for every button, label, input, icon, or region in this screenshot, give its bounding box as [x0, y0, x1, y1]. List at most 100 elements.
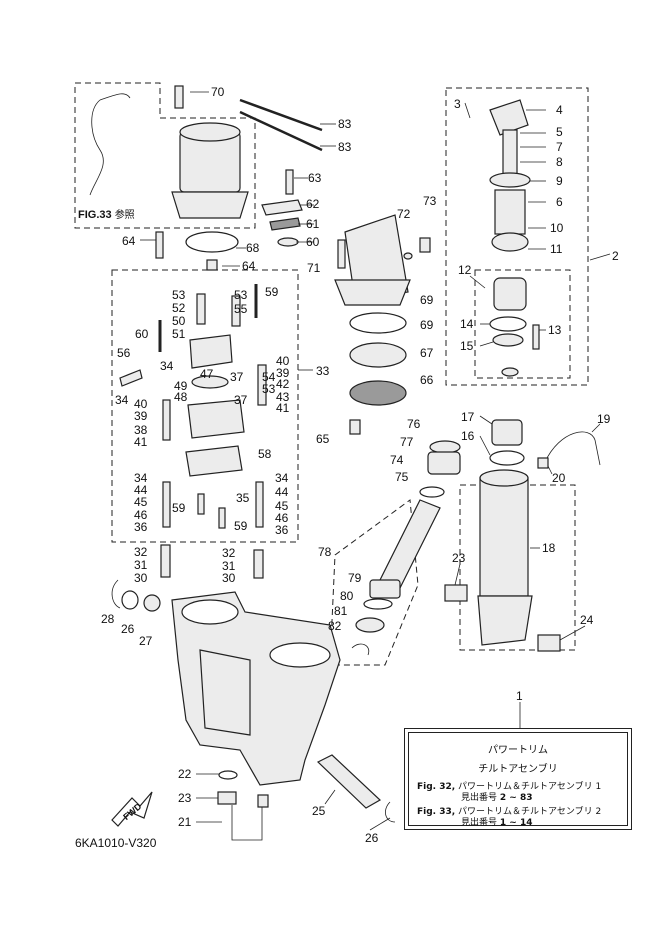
valve-stack-38-41	[162, 399, 171, 441]
motor-inset	[89, 93, 249, 219]
callout-45-left: 45	[134, 495, 148, 509]
washer-lower	[501, 367, 519, 377]
cable-tie-83a	[239, 98, 323, 132]
rod-5-7-8	[502, 129, 518, 175]
callout-57: 56	[117, 346, 131, 360]
callout-43: 43	[276, 390, 290, 404]
callout-labels: 70 83 83 63 62 61 60 68 64 64 53 53 59 5…	[101, 85, 619, 845]
valve-body-middle	[187, 399, 245, 439]
bushing-24-left	[444, 584, 468, 602]
callout-37-a: 37	[230, 370, 244, 384]
callout-34-a: 34	[160, 359, 174, 373]
callout-31-left: 31	[134, 558, 148, 572]
ring-80	[363, 598, 393, 610]
callout-33: 33	[316, 364, 330, 378]
main-housing	[171, 591, 341, 786]
fwd-arrow: FWD	[111, 791, 153, 827]
motor-wire	[89, 93, 131, 196]
filter-62	[269, 217, 301, 231]
housing-rib	[199, 649, 251, 736]
callout-6: 6	[556, 195, 563, 209]
callout-3: 3	[454, 97, 461, 111]
callout-59-right: 59	[234, 519, 248, 533]
shaft-25	[316, 754, 382, 809]
callout-81: 81	[334, 604, 348, 618]
bolt-13	[532, 324, 540, 350]
group-12-boundary	[474, 269, 571, 379]
callout-55: 54	[262, 370, 276, 384]
callout-25: 25	[312, 804, 326, 818]
filter-67	[349, 380, 407, 406]
callout-42: 42	[276, 377, 290, 391]
callout-71-top: 70	[211, 85, 225, 99]
callout-69-upper: 68	[246, 241, 260, 255]
fitting-20	[537, 457, 549, 469]
reservoir-flange-70	[334, 279, 411, 306]
callout-34-d: 34	[275, 471, 289, 485]
callout-8: 8	[556, 155, 563, 169]
ring-15	[492, 333, 524, 347]
cylinder-18-eye	[477, 595, 533, 646]
callout-83-lower: 83	[338, 140, 352, 154]
callout-11: 11	[550, 242, 563, 256]
callout-71-mid: 71	[307, 261, 321, 275]
callout-24-left: 23	[452, 551, 466, 565]
callout-35: 35	[236, 491, 250, 505]
reservoir-70	[344, 214, 409, 301]
callout-82: 82	[328, 619, 342, 633]
group-33-boundary	[111, 269, 299, 543]
legend-entry-1-ref-label: 見出番号	[461, 793, 498, 803]
legend-box: パワートリム チルトアセンブリ Fig. 32, パワートリム＆チルトアセンブリ…	[404, 728, 632, 830]
callout-41-right: 41	[276, 401, 290, 415]
fig-reference-label: FIG.33	[78, 209, 112, 221]
cylinder-18	[479, 477, 529, 597]
callout-72: 72	[397, 207, 411, 221]
callout-80: 80	[340, 589, 354, 603]
leader-lines	[140, 91, 611, 831]
stack-30-32-left	[160, 544, 171, 578]
callout-17: 17	[461, 410, 475, 424]
callout-10: 10	[550, 221, 564, 235]
pipe-21	[231, 800, 263, 841]
callout-30-left: 30	[134, 571, 148, 585]
callout-31-right: 31	[222, 559, 236, 573]
callout-20: 20	[552, 471, 566, 485]
callout-64-upper: 63	[308, 171, 322, 185]
ring-14	[489, 316, 527, 332]
callout-2: 2	[612, 249, 619, 263]
bolt-59-left	[197, 493, 205, 515]
nut-11	[491, 232, 529, 252]
callout-40-left: 40	[134, 397, 148, 411]
callout-24-right: 24	[580, 613, 594, 627]
plate-68	[349, 342, 407, 368]
legend-subtitle: チルトアセンブリ	[478, 764, 558, 775]
cylinder-18-top	[479, 469, 529, 487]
callout-46-right: 46	[275, 511, 289, 525]
callout-64-left: 64	[122, 234, 136, 248]
bolt-71-top	[174, 85, 184, 109]
stack-30-32-right	[253, 549, 264, 579]
piston-12	[493, 277, 527, 311]
callout-58: 58	[258, 447, 272, 461]
fitting-65	[206, 259, 218, 271]
callout-66: 65	[316, 432, 330, 446]
legend-entry-2-ref: 見出番号 1 ~ 14	[461, 818, 627, 829]
callout-65: 64	[242, 259, 256, 273]
callout-44-right: 44	[275, 485, 289, 499]
callout-26: 26	[365, 831, 379, 845]
callout-40-right: 40	[276, 354, 290, 368]
callout-53-right: 53	[234, 288, 248, 302]
callout-63: 62	[306, 197, 320, 211]
washer-61	[277, 237, 299, 247]
callout-39-right: 39	[276, 366, 290, 380]
callout-46-left: 46	[134, 508, 148, 522]
valve-stack-44-36-left	[162, 481, 171, 528]
callout-37-b: 37	[234, 393, 248, 407]
callout-41-left: 41	[134, 435, 148, 449]
legend-entry-1-fig: Fig. 32,	[417, 782, 456, 792]
o-ring-27	[121, 590, 139, 610]
callout-29: 28	[101, 612, 115, 626]
drawing-code: 6KA1010-V320	[75, 836, 157, 850]
callout-13: 13	[548, 323, 562, 337]
callout-14: 14	[460, 317, 474, 331]
